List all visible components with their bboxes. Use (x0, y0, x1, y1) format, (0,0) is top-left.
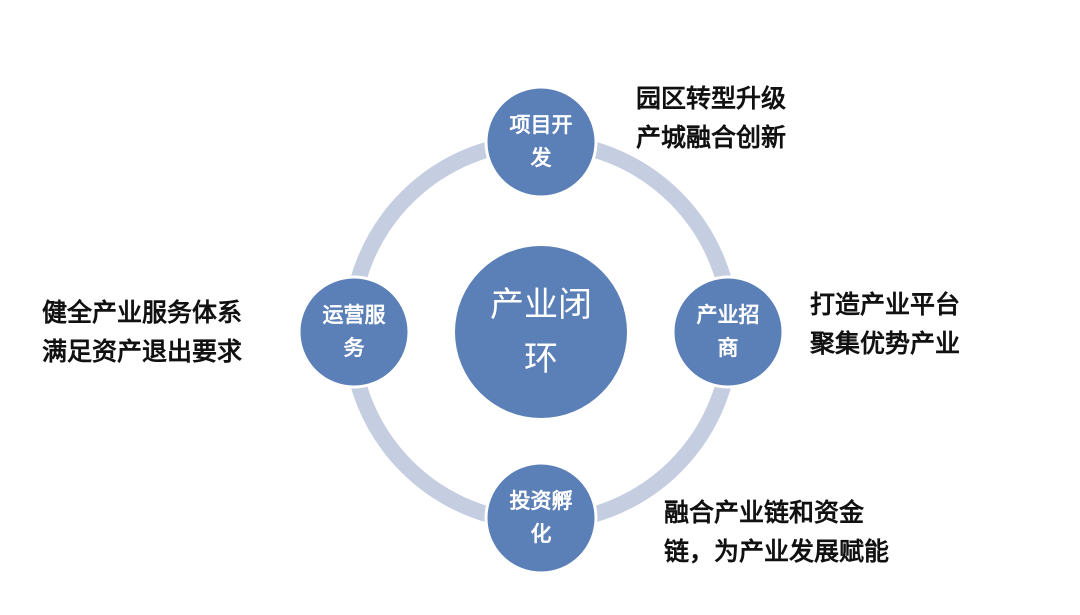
node-bottom-label: 投资孵 化 (493, 470, 589, 566)
node-bottom-line1: 投资孵 (509, 489, 573, 514)
node-top-line1: 项目开 (509, 113, 573, 138)
node-top-line2: 发 (530, 146, 552, 170)
node-left-label: 运营服 务 (306, 284, 402, 380)
node-right-label: 产业招 商 (680, 284, 776, 380)
description-right-line1: 打造产业平台 (810, 290, 961, 319)
description-top-line1: 园区转型升级 (636, 84, 787, 113)
description-top: 园区转型升级 产城融合创新 (636, 80, 786, 158)
node-right-circle (671, 275, 785, 389)
node-left-line2: 务 (343, 336, 365, 360)
description-bottom: 融合产业链和资金 链，为产业发展赋能 (664, 494, 889, 572)
node-top-circle (484, 85, 598, 199)
center-node-line2: 环 (524, 339, 558, 379)
description-bottom-line1: 融合产业链和资金 (664, 498, 865, 527)
node-bottom-line2: 化 (530, 522, 552, 546)
node-left-circle (297, 275, 411, 389)
node-top-label: 项目开 发 (493, 94, 589, 190)
center-node-line1: 产业闭 (490, 284, 592, 325)
node-right-line2: 商 (717, 336, 739, 360)
node-right-line1: 产业招 (696, 303, 760, 328)
description-right-line2: 聚集优势产业 (810, 328, 961, 358)
description-bottom-line2: 链，为产业发展赋能 (664, 536, 890, 566)
node-left-line1: 运营服 (322, 303, 386, 328)
description-left: 健全产业服务体系 满足资产退出要求 (42, 294, 242, 372)
description-left-line2: 满足资产退出要求 (42, 336, 243, 366)
description-left-line1: 健全产业服务体系 (42, 298, 243, 327)
node-bottom-circle (484, 461, 598, 575)
description-top-line2: 产城融合创新 (636, 122, 787, 152)
center-node-label: 产业闭 环 (466, 257, 616, 407)
center-node-circle (455, 246, 627, 418)
description-right: 打造产业平台 聚集优势产业 (810, 286, 960, 364)
